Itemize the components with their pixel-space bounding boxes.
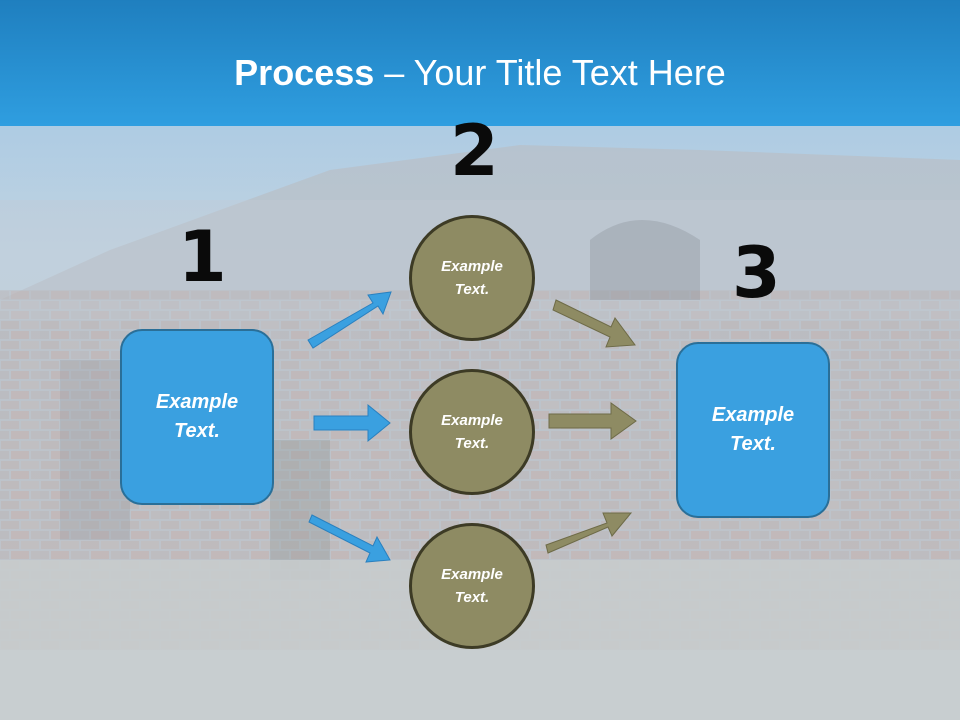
- arrow-from-circle-bottom: [545, 512, 633, 554]
- arrow-from-circle-top: [552, 299, 636, 348]
- right-box-line2: Text.: [730, 433, 776, 455]
- arrow-to-circle-bottom: [308, 514, 391, 563]
- left-box-line2: Text.: [174, 420, 220, 442]
- circle-top: Example Text.: [409, 215, 535, 341]
- step-number-3: 3: [732, 232, 781, 314]
- title-rest: – Your Title Text Here: [374, 52, 726, 93]
- step-number-2: 2: [450, 110, 499, 192]
- page-title: Process – Your Title Text Here: [0, 52, 960, 94]
- left-box-line1: Example: [155, 391, 239, 413]
- circle-top-line1: Example: [441, 258, 503, 275]
- circle-top-line2: Text.: [454, 281, 490, 298]
- arrow-to-circle-middle: [313, 403, 391, 443]
- right-box-line1: Example: [711, 404, 795, 426]
- arrow-to-circle-top: [307, 291, 392, 349]
- circle-bottom-line1: Example: [441, 566, 503, 583]
- right-box: Example Text.: [676, 342, 830, 518]
- circle-bottom: Example Text.: [409, 523, 535, 649]
- circle-middle: Example Text.: [409, 369, 535, 495]
- circle-middle-line2: Text.: [454, 435, 490, 452]
- step-number-1: 1: [178, 216, 227, 298]
- circle-bottom-line2: Text.: [454, 589, 490, 606]
- arrow-from-circle-middle: [548, 402, 637, 440]
- circle-middle-line1: Example: [441, 412, 503, 429]
- left-box: Example Text.: [120, 329, 274, 505]
- title-bold: Process: [234, 52, 375, 93]
